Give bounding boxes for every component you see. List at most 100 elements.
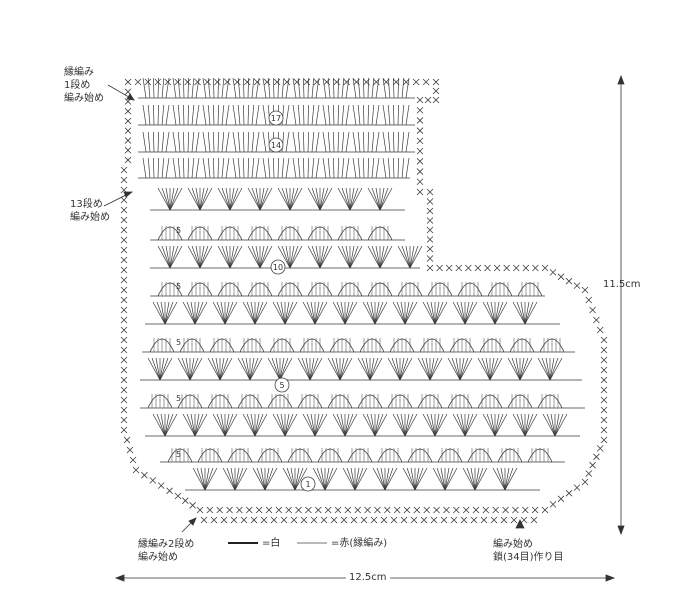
- height-dimension-label: 11.5cm: [603, 279, 641, 290]
- cross-stitch: [490, 516, 498, 524]
- cross-stitch: [120, 196, 128, 204]
- cross-stitch: [120, 366, 128, 374]
- cross-stitch: [290, 516, 298, 524]
- cross-stitch: [124, 78, 132, 86]
- cross-stitch: [465, 264, 472, 272]
- repeat-mark: 5: [176, 394, 181, 403]
- cross-stitch: [589, 461, 596, 469]
- repeat-mark: 5: [176, 338, 181, 347]
- cross-stitch: [174, 78, 181, 86]
- edge-row1-label: 縁編み 1段め 編み始め: [64, 66, 104, 105]
- cross-stitch: [436, 264, 443, 272]
- stitch-row: [142, 338, 575, 353]
- cross-stitch: [416, 127, 424, 134]
- cross-stitch: [214, 78, 221, 86]
- cross-stitch: [315, 506, 322, 514]
- cross-stitch: [189, 502, 196, 509]
- cross-stitch: [453, 506, 460, 514]
- cross-stitch: [295, 506, 302, 514]
- edge-row2-line2: 編み始め: [138, 552, 178, 563]
- cross-stitch: [445, 264, 453, 272]
- cross-stitch: [600, 396, 608, 404]
- cross-stitch: [557, 273, 565, 281]
- legend-white-text: =白: [262, 538, 281, 549]
- cross-stitch: [423, 506, 430, 514]
- cross-stitch: [416, 137, 424, 145]
- cross-stitch: [240, 516, 248, 524]
- cross-stitch: [194, 78, 201, 86]
- cross-stitch: [132, 466, 140, 474]
- edge-row2-label: 縁編み2段め 編み始め: [138, 538, 194, 564]
- cross-stitch: [433, 506, 440, 514]
- cross-stitch: [512, 506, 519, 514]
- cross-stitch: [455, 264, 463, 272]
- cross-stitch: [581, 478, 589, 486]
- legend-red-text: =赤(縁編み): [331, 538, 388, 549]
- stitch-row: [150, 282, 545, 297]
- cross-stitch: [154, 78, 162, 86]
- cross-stitch: [340, 516, 348, 524]
- svg-text:5: 5: [279, 381, 284, 390]
- repeat-mark: 5: [176, 450, 181, 459]
- cross-stitch: [350, 516, 358, 524]
- cross-stitch: [532, 264, 539, 272]
- edge-row1-line2: 1段め: [64, 80, 91, 91]
- cross-stitch: [330, 516, 338, 524]
- cross-stitch: [585, 296, 593, 304]
- cross-stitch: [416, 158, 424, 165]
- cross-stitch: [426, 245, 434, 253]
- cross-stitch: [600, 366, 608, 374]
- cross-stitch: [374, 506, 381, 514]
- cross-stitch: [581, 286, 589, 294]
- cross-stitch: [206, 506, 214, 514]
- cross-stitch: [510, 516, 518, 524]
- start-line2: 鎖(34目)作り目: [493, 552, 564, 563]
- cross-stitch: [124, 107, 132, 115]
- edge-row1-line3: 編み始め: [64, 93, 104, 104]
- repeat-mark: 5: [176, 226, 181, 235]
- row-marker-1: 1: [300, 476, 316, 492]
- cross-stitch: [600, 346, 608, 354]
- cross-stitch: [474, 264, 482, 272]
- cross-stitch: [243, 78, 251, 86]
- cross-stitch: [585, 470, 593, 477]
- cross-stitch: [157, 482, 165, 489]
- row13-line2: 編み始め: [70, 212, 110, 223]
- cross-stitch: [600, 406, 608, 414]
- cross-stitch: [390, 516, 398, 524]
- cross-stitch: [440, 516, 448, 524]
- row-markers: 17 14 10 5 1: [268, 110, 316, 492]
- cross-stitch: [541, 506, 549, 514]
- cross-stitch: [380, 516, 388, 524]
- cross-stitch: [285, 506, 292, 514]
- cross-stitch: [263, 78, 271, 86]
- cross-stitch: [120, 216, 128, 224]
- cross-stitch: [426, 188, 434, 196]
- cross-stitch: [250, 516, 258, 524]
- cross-stitch: [120, 266, 128, 274]
- cross-stitch: [565, 489, 573, 497]
- cross-stitch: [503, 264, 510, 272]
- cross-stitch: [416, 188, 424, 196]
- cross-stitch: [600, 436, 608, 444]
- cross-stitch: [300, 516, 308, 524]
- cross-stitch: [303, 78, 311, 86]
- cross-stitch: [120, 256, 128, 264]
- cross-stitch: [360, 516, 368, 524]
- stitch-row: [145, 413, 580, 437]
- cross-stitch: [432, 78, 440, 86]
- svg-text:10: 10: [273, 263, 283, 272]
- stitch-row: [145, 301, 560, 325]
- cross-stitch: [226, 506, 233, 514]
- cross-stitch: [557, 495, 565, 503]
- cross-stitch: [573, 282, 581, 289]
- cross-stitch: [120, 416, 128, 424]
- cross-stitch: [124, 127, 132, 135]
- repeat-markers: 5 5 5 5 5: [176, 226, 181, 459]
- cross-stitch: [426, 226, 434, 234]
- row-marker-5: 5: [274, 377, 290, 393]
- cross-stitch: [484, 264, 491, 272]
- repeat-mark: 5: [176, 282, 181, 291]
- cross-stitch: [589, 306, 596, 314]
- cross-stitch: [324, 506, 332, 514]
